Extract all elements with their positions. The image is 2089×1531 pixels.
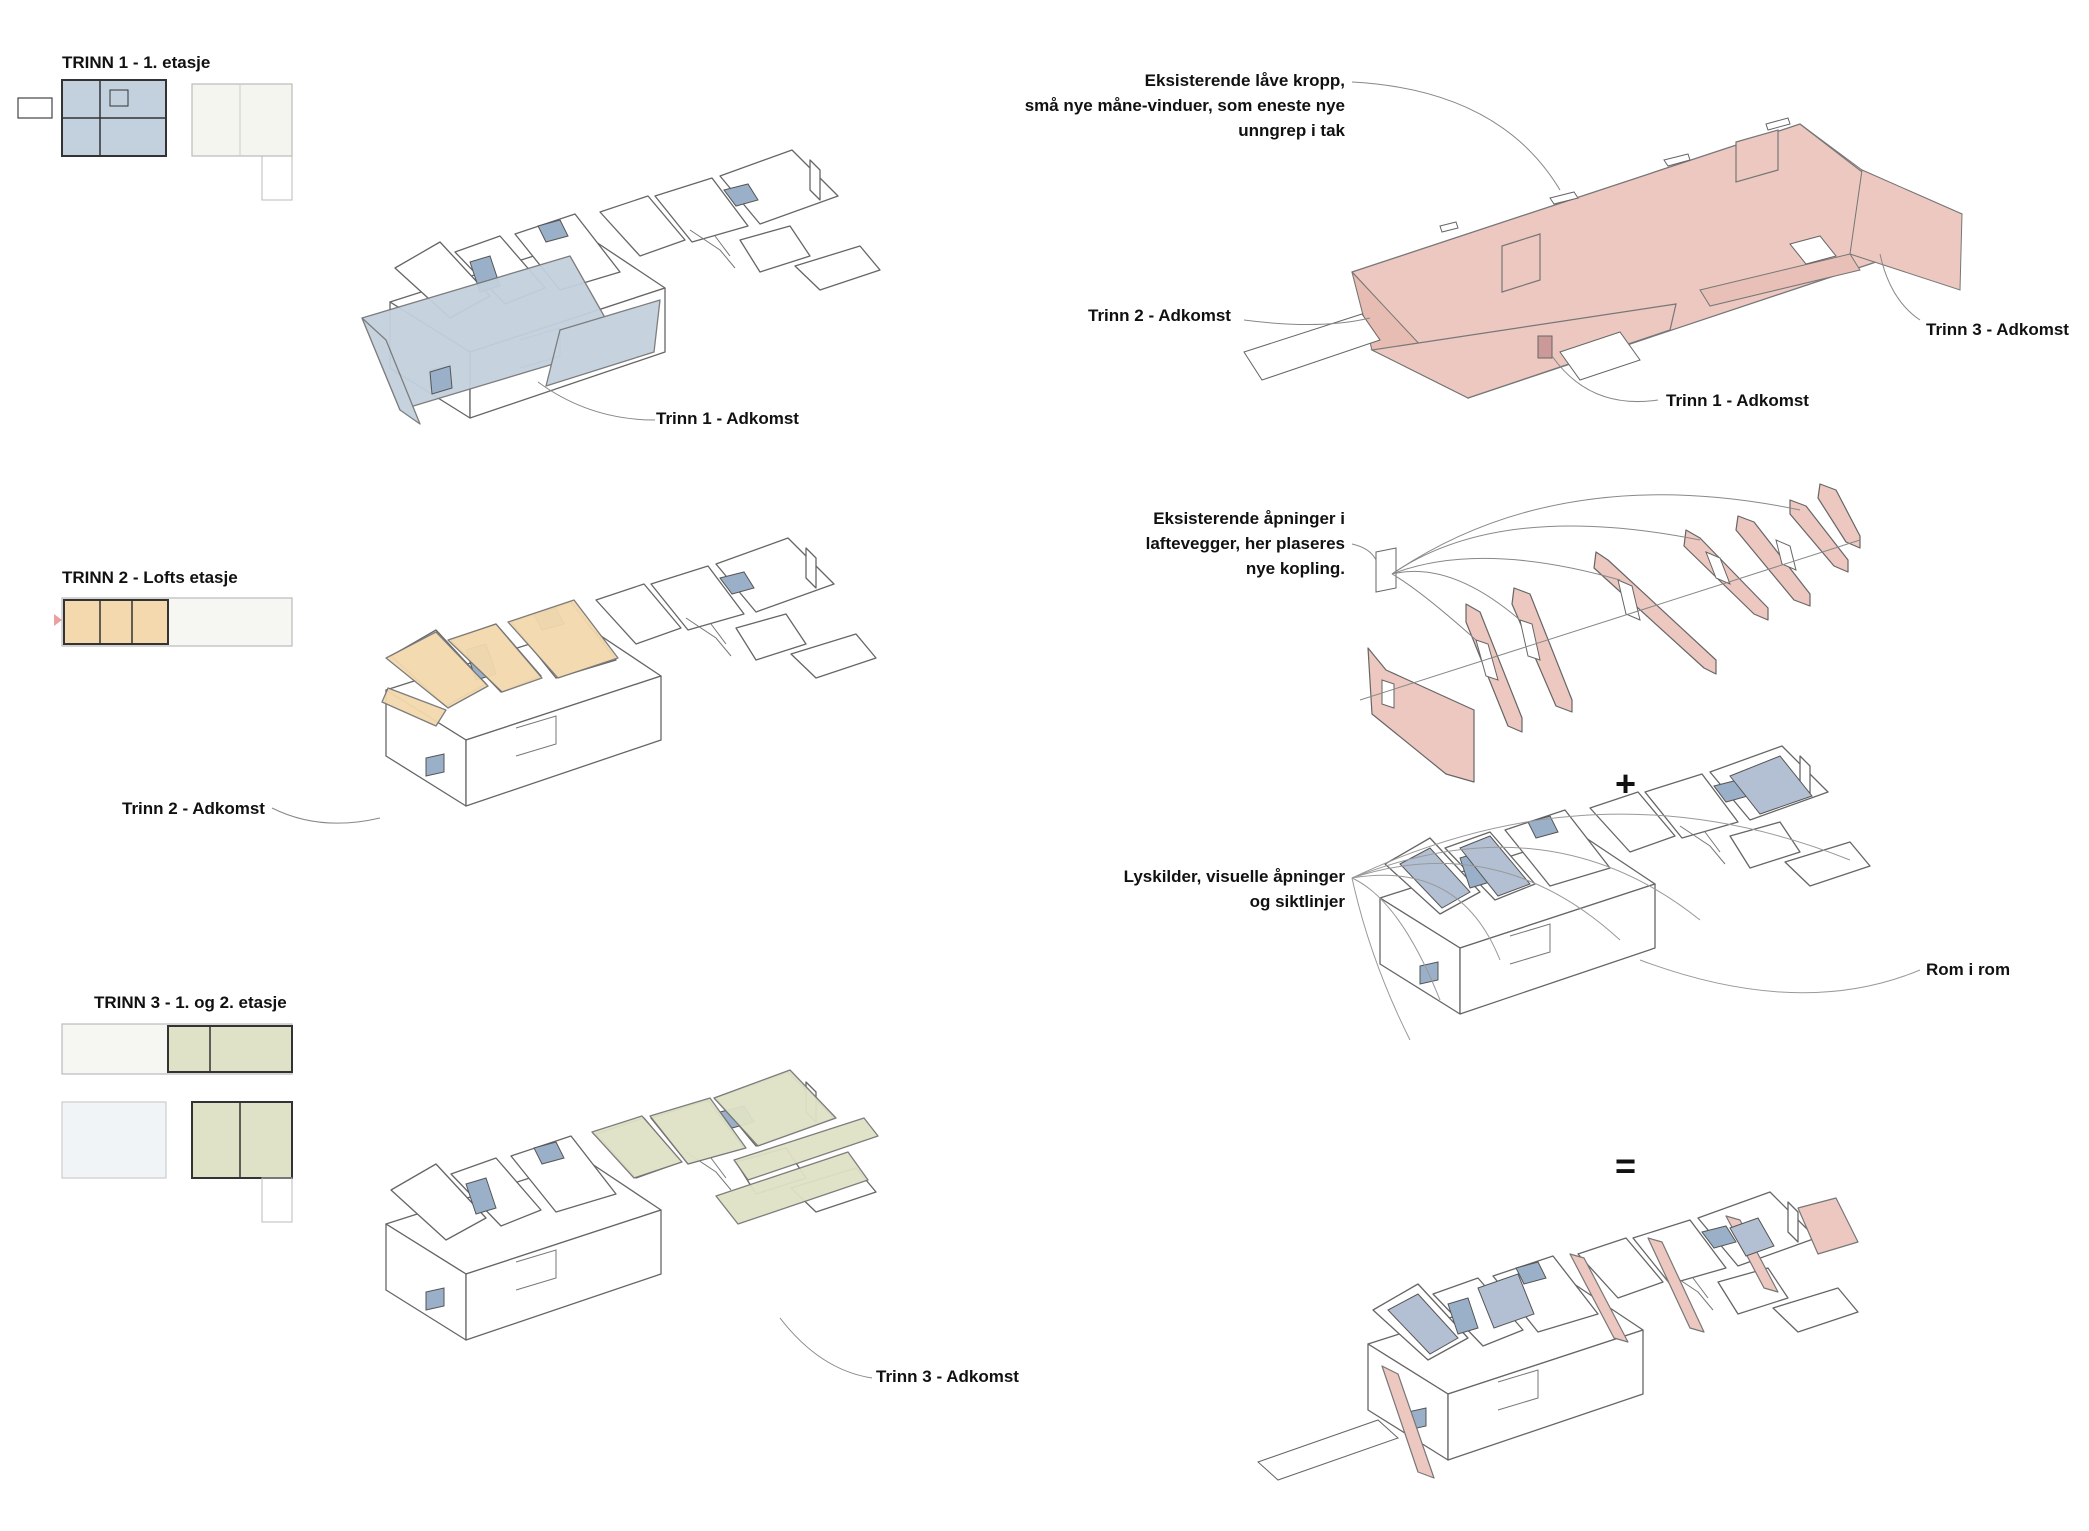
light-note-line-1: Lyskilder, visuelle åpninger [1123, 867, 1345, 886]
combined-result-isometric [1257, 1191, 1859, 1481]
stage3-isometric [385, 1069, 879, 1341]
barn-access-2-label: Trinn 2 - Adkomst [1088, 306, 1231, 325]
stage1-access-label: Trinn 1 - Adkomst [656, 409, 799, 428]
stage3-leader [779, 1317, 873, 1379]
light-sightlines-isometric [1379, 745, 1871, 1015]
equals-symbol: = [1615, 1145, 1637, 1186]
barn-isometric [1243, 117, 1963, 400]
barn-leaders [1243, 81, 1921, 403]
stage2-access-label: Trinn 2 - Adkomst [122, 799, 265, 818]
walls-note-line-3: nye kopling. [1245, 559, 1345, 578]
stage1-heading: TRINN 1 - 1. etasje [62, 53, 211, 72]
stage1-plan-thumbnails [17, 79, 293, 201]
stage2-plan-thumbnail [54, 597, 293, 647]
stage3-plan-thumbnails [61, 1023, 293, 1223]
stage3-heading: TRINN 3 - 1. og 2. etasje [94, 993, 287, 1012]
stage2-leader [271, 807, 381, 824]
exploded-log-walls [1351, 483, 1861, 783]
stage1-isometric [361, 149, 881, 425]
barn-access-3-label: Trinn 3 - Adkomst [1926, 320, 2069, 339]
light-sightline-arcs [1351, 813, 1921, 1041]
plus-symbol: + [1615, 763, 1637, 804]
barn-note-line-1: Eksisterende låve kropp, [1144, 71, 1345, 90]
barn-note-line-3: unngrep i tak [1238, 121, 1345, 140]
barn-access-1-label: Trinn 1 - Adkomst [1666, 391, 1809, 410]
walls-note-line-2: laftevegger, her plaseres [1145, 534, 1345, 553]
stage2-isometric [381, 537, 877, 807]
walls-note-line-1: Eksisterende åpninger i [1153, 509, 1345, 528]
barn-note-line-2: små nye måne-vinduer, som eneste nye [1024, 96, 1345, 115]
light-note-line-2: og siktlinjer [1249, 892, 1345, 911]
room-in-room-label: Rom i rom [1926, 960, 2011, 979]
stage3-access-label: Trinn 3 - Adkomst [876, 1367, 1019, 1386]
stage2-heading: TRINN 2 - Lofts etasje [62, 568, 238, 587]
